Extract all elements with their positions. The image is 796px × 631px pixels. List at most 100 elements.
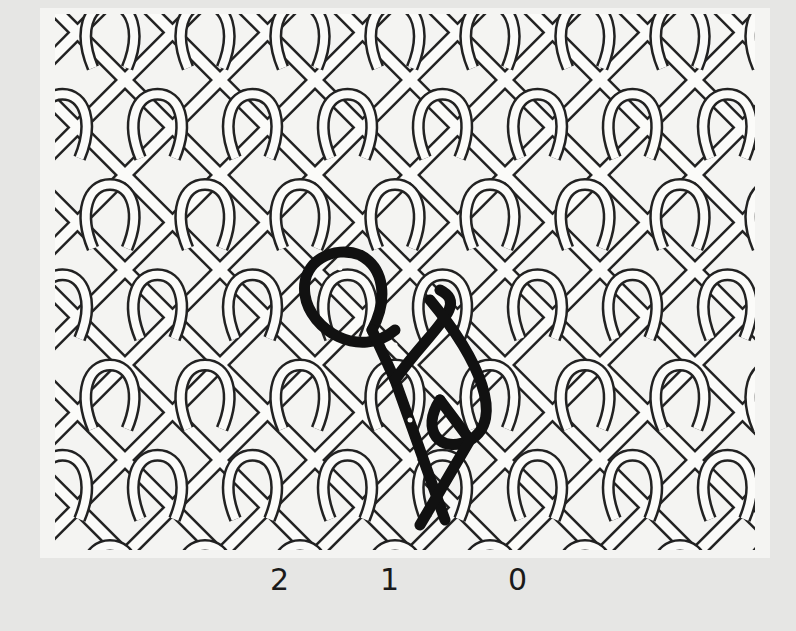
- yarn-loop: [418, 94, 466, 158]
- yarn-loop: [371, 14, 419, 68]
- yarn-loop: [55, 455, 87, 519]
- yarn-loop: [86, 546, 134, 551]
- yarn-loop: [228, 455, 276, 519]
- yarn-loop: [466, 185, 514, 249]
- yarn-loop: [656, 14, 704, 68]
- yarn-loop: [323, 94, 371, 158]
- yarn-dot: [370, 390, 375, 395]
- yarn-loop: [371, 14, 419, 68]
- yarn-dot: [393, 343, 398, 348]
- yarn-underlap: [60, 14, 755, 550]
- lapping-number: 0: [508, 565, 527, 595]
- yarn-loop: [133, 275, 181, 339]
- yarn-loop: [276, 546, 324, 551]
- yarn-loop: [276, 185, 324, 249]
- yarn-underlap: [55, 14, 190, 550]
- yarn-loop: [371, 185, 419, 249]
- yarn-loop: [466, 14, 514, 68]
- yarn-underlap: [55, 14, 95, 550]
- yarn-loop: [86, 546, 134, 551]
- yarn-loop: [513, 94, 561, 158]
- yarn-loop: [561, 546, 609, 551]
- yarn-loop: [276, 14, 324, 68]
- yarn-loop: [703, 275, 751, 339]
- yarn-loop: [608, 275, 656, 339]
- yarn-loop: [466, 546, 514, 551]
- yarn-underlap: [55, 14, 665, 550]
- yarn-loop: [751, 185, 755, 249]
- yarn-loop: [751, 546, 755, 551]
- yarn-loop: [323, 94, 371, 158]
- yarn-underlap: [155, 14, 755, 550]
- yarn-loop: [276, 14, 324, 68]
- yarn-loop: [133, 275, 181, 339]
- yarn-loop: [561, 14, 609, 68]
- yarn-loop: [323, 455, 371, 519]
- yarn-loop: [228, 94, 276, 158]
- yarn-underlap: [60, 14, 755, 550]
- yarn-loop: [608, 275, 656, 339]
- yarn-underlap: [55, 14, 95, 550]
- yarn-underlap: [55, 14, 95, 550]
- yarn-underlap: [55, 14, 95, 550]
- yarn-loop: [55, 455, 87, 519]
- yarn-loop: [276, 546, 324, 551]
- yarn-loop: [181, 546, 229, 551]
- yarn-underlap: [345, 14, 755, 550]
- yarn-loop: [86, 14, 134, 68]
- yarn-loop: [371, 546, 419, 551]
- yarn-loop: [703, 94, 751, 158]
- yarn-loop: [608, 94, 656, 158]
- yarn-dot: [338, 266, 343, 271]
- yarn-loop: [228, 275, 276, 339]
- yarn-loop: [608, 94, 656, 158]
- yarn-loop: [513, 275, 561, 339]
- yarn-loop: [228, 94, 276, 158]
- yarn-underlap: [535, 14, 755, 550]
- yarn-underlap: [55, 14, 285, 550]
- yarn-underlap: [155, 14, 755, 550]
- yarn-loop: [181, 14, 229, 68]
- yarn-loop: [561, 185, 609, 249]
- yarn-underlap: [55, 14, 380, 550]
- yarn-underlap: [345, 14, 755, 550]
- yarn-underlap: [535, 14, 755, 550]
- yarn-loop: [466, 546, 514, 551]
- yarn-loop: [656, 185, 704, 249]
- yarn-loop: [276, 365, 324, 429]
- yarn-loop: [656, 365, 704, 429]
- yarn-loop: [371, 546, 419, 551]
- yarn-loop: [86, 365, 134, 429]
- yarn-loop: [86, 14, 134, 68]
- yarn-underlap: [55, 14, 285, 550]
- yarn-loop: [561, 365, 609, 429]
- yarn-underlap: [55, 14, 665, 550]
- lapping-number: 1: [380, 565, 399, 595]
- yarn-loop: [228, 455, 276, 519]
- yarn-loop: [181, 546, 229, 551]
- yarn-loop: [703, 455, 751, 519]
- yarn-loop: [656, 14, 704, 68]
- yarn-loop: [608, 455, 656, 519]
- yarn-dot: [408, 418, 413, 423]
- yarn-loop: [86, 185, 134, 249]
- yarn-loop: [55, 94, 87, 158]
- yarn-loop: [133, 455, 181, 519]
- yarn-loop: [323, 455, 371, 519]
- yarn-loop: [133, 94, 181, 158]
- yarn-loop: [513, 94, 561, 158]
- yarn-loop: [55, 275, 87, 339]
- yarn-loop: [656, 546, 704, 551]
- yarn-underlap: [155, 14, 755, 550]
- yarn-loop: [228, 275, 276, 339]
- yarn-loop: [703, 275, 751, 339]
- yarn-underlap: [55, 14, 665, 550]
- yarn-loop: [55, 275, 87, 339]
- yarn-loop: [181, 14, 229, 68]
- yarn-loop: [608, 455, 656, 519]
- yarn-loop: [751, 14, 755, 68]
- yarn-loop: [751, 365, 755, 429]
- highlighted-yarn: [395, 290, 451, 380]
